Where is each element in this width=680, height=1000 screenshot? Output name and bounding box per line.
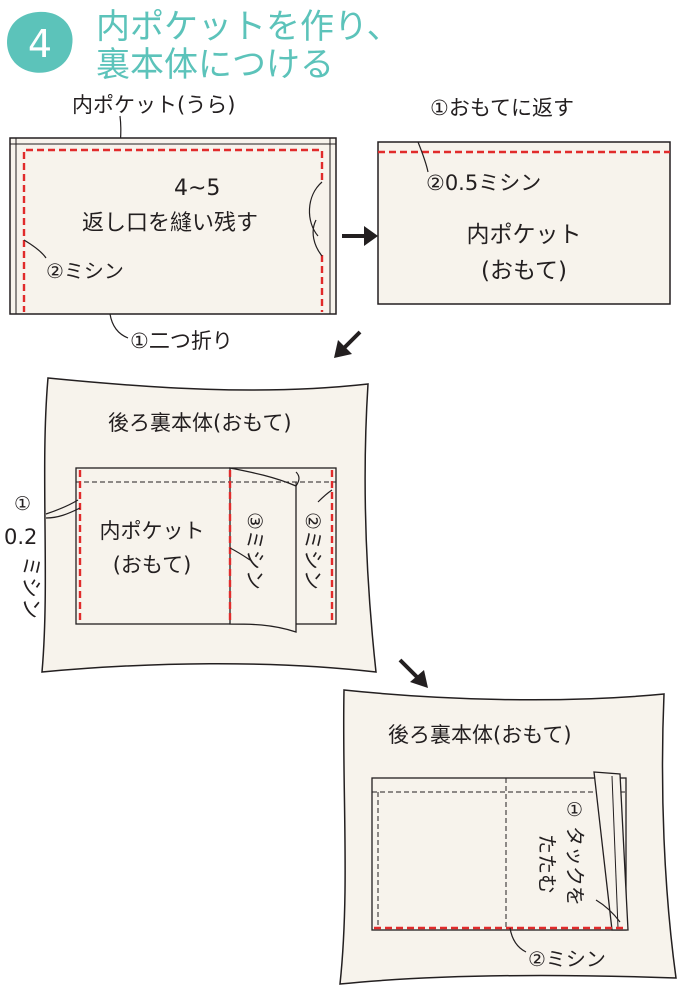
- label-gap-size: 4~5: [174, 176, 220, 201]
- pocket-fabric: [9, 137, 337, 315]
- label-02: 0.2: [4, 525, 37, 549]
- pocket-on-body: [75, 467, 337, 625]
- label-front: (おもて): [113, 553, 192, 577]
- label-sew-vertical: ミシン: [19, 556, 43, 619]
- label-front: (おもて): [481, 258, 567, 284]
- label-sew: ②ミシン: [46, 259, 124, 283]
- pocket-on-body: [371, 777, 627, 931]
- label-turn: ①おもてに返す: [430, 96, 574, 120]
- label-tuck-num: ①: [566, 799, 583, 821]
- pocket-fabric-front: [377, 141, 671, 305]
- step-title-line1: 内ポケットを作り、: [96, 7, 401, 47]
- arrow-down-right-icon: [398, 658, 428, 688]
- step-title-line2: 裏本体につける: [96, 45, 334, 85]
- label-fold: ①二つ折り: [130, 329, 233, 353]
- panel-1-pocket-folded: 内ポケット(うら) 4~5 返し口を縫い残す ②ミシン ①二つ折り: [9, 93, 337, 353]
- label-body: 後ろ裏本体(おもて): [388, 723, 572, 747]
- label-num1: ①: [14, 493, 31, 515]
- step-header: 4 内ポケットを作り、 裏本体につける: [7, 7, 401, 85]
- arrow-right-icon: [342, 226, 378, 246]
- arrow-down-left-icon: [334, 330, 362, 358]
- step-number: 4: [28, 22, 52, 66]
- panel-3-pocket-attached: 後ろ裏本体(おもて) ① 0.2 ミシン 内ポケット (おもて) ③ミシン ②ミ…: [4, 377, 377, 673]
- label-pocket: 内ポケット: [467, 222, 582, 248]
- label-body: 後ろ裏本体(おもて): [108, 411, 292, 435]
- label-sew2: ②ミシン: [301, 512, 325, 590]
- label-return-opening: 返し口を縫い残す: [82, 211, 258, 236]
- label-pocket: 内ポケット: [100, 519, 205, 543]
- stitch-line: [78, 470, 334, 622]
- label-sew-05: ②0.5ミシン: [426, 171, 541, 195]
- label-tuck-col2: たたむ: [535, 834, 559, 894]
- stitch-line: [22, 148, 324, 312]
- label-sew: ②ミシン: [528, 947, 606, 971]
- label-pocket-back: 内ポケット(うら): [72, 93, 235, 117]
- panel-2-pocket-turned: ①おもてに返す ②0.5ミシン 内ポケット (おもて): [377, 96, 671, 305]
- step-badge: 4: [7, 11, 73, 73]
- label-sew3: ③ミシン: [243, 512, 267, 590]
- panel-4-tuck-folded: 後ろ裏本体(おもて) ① タックを たたむ ②ミシン: [339, 689, 677, 985]
- label-tuck-col1: タックを: [563, 826, 587, 906]
